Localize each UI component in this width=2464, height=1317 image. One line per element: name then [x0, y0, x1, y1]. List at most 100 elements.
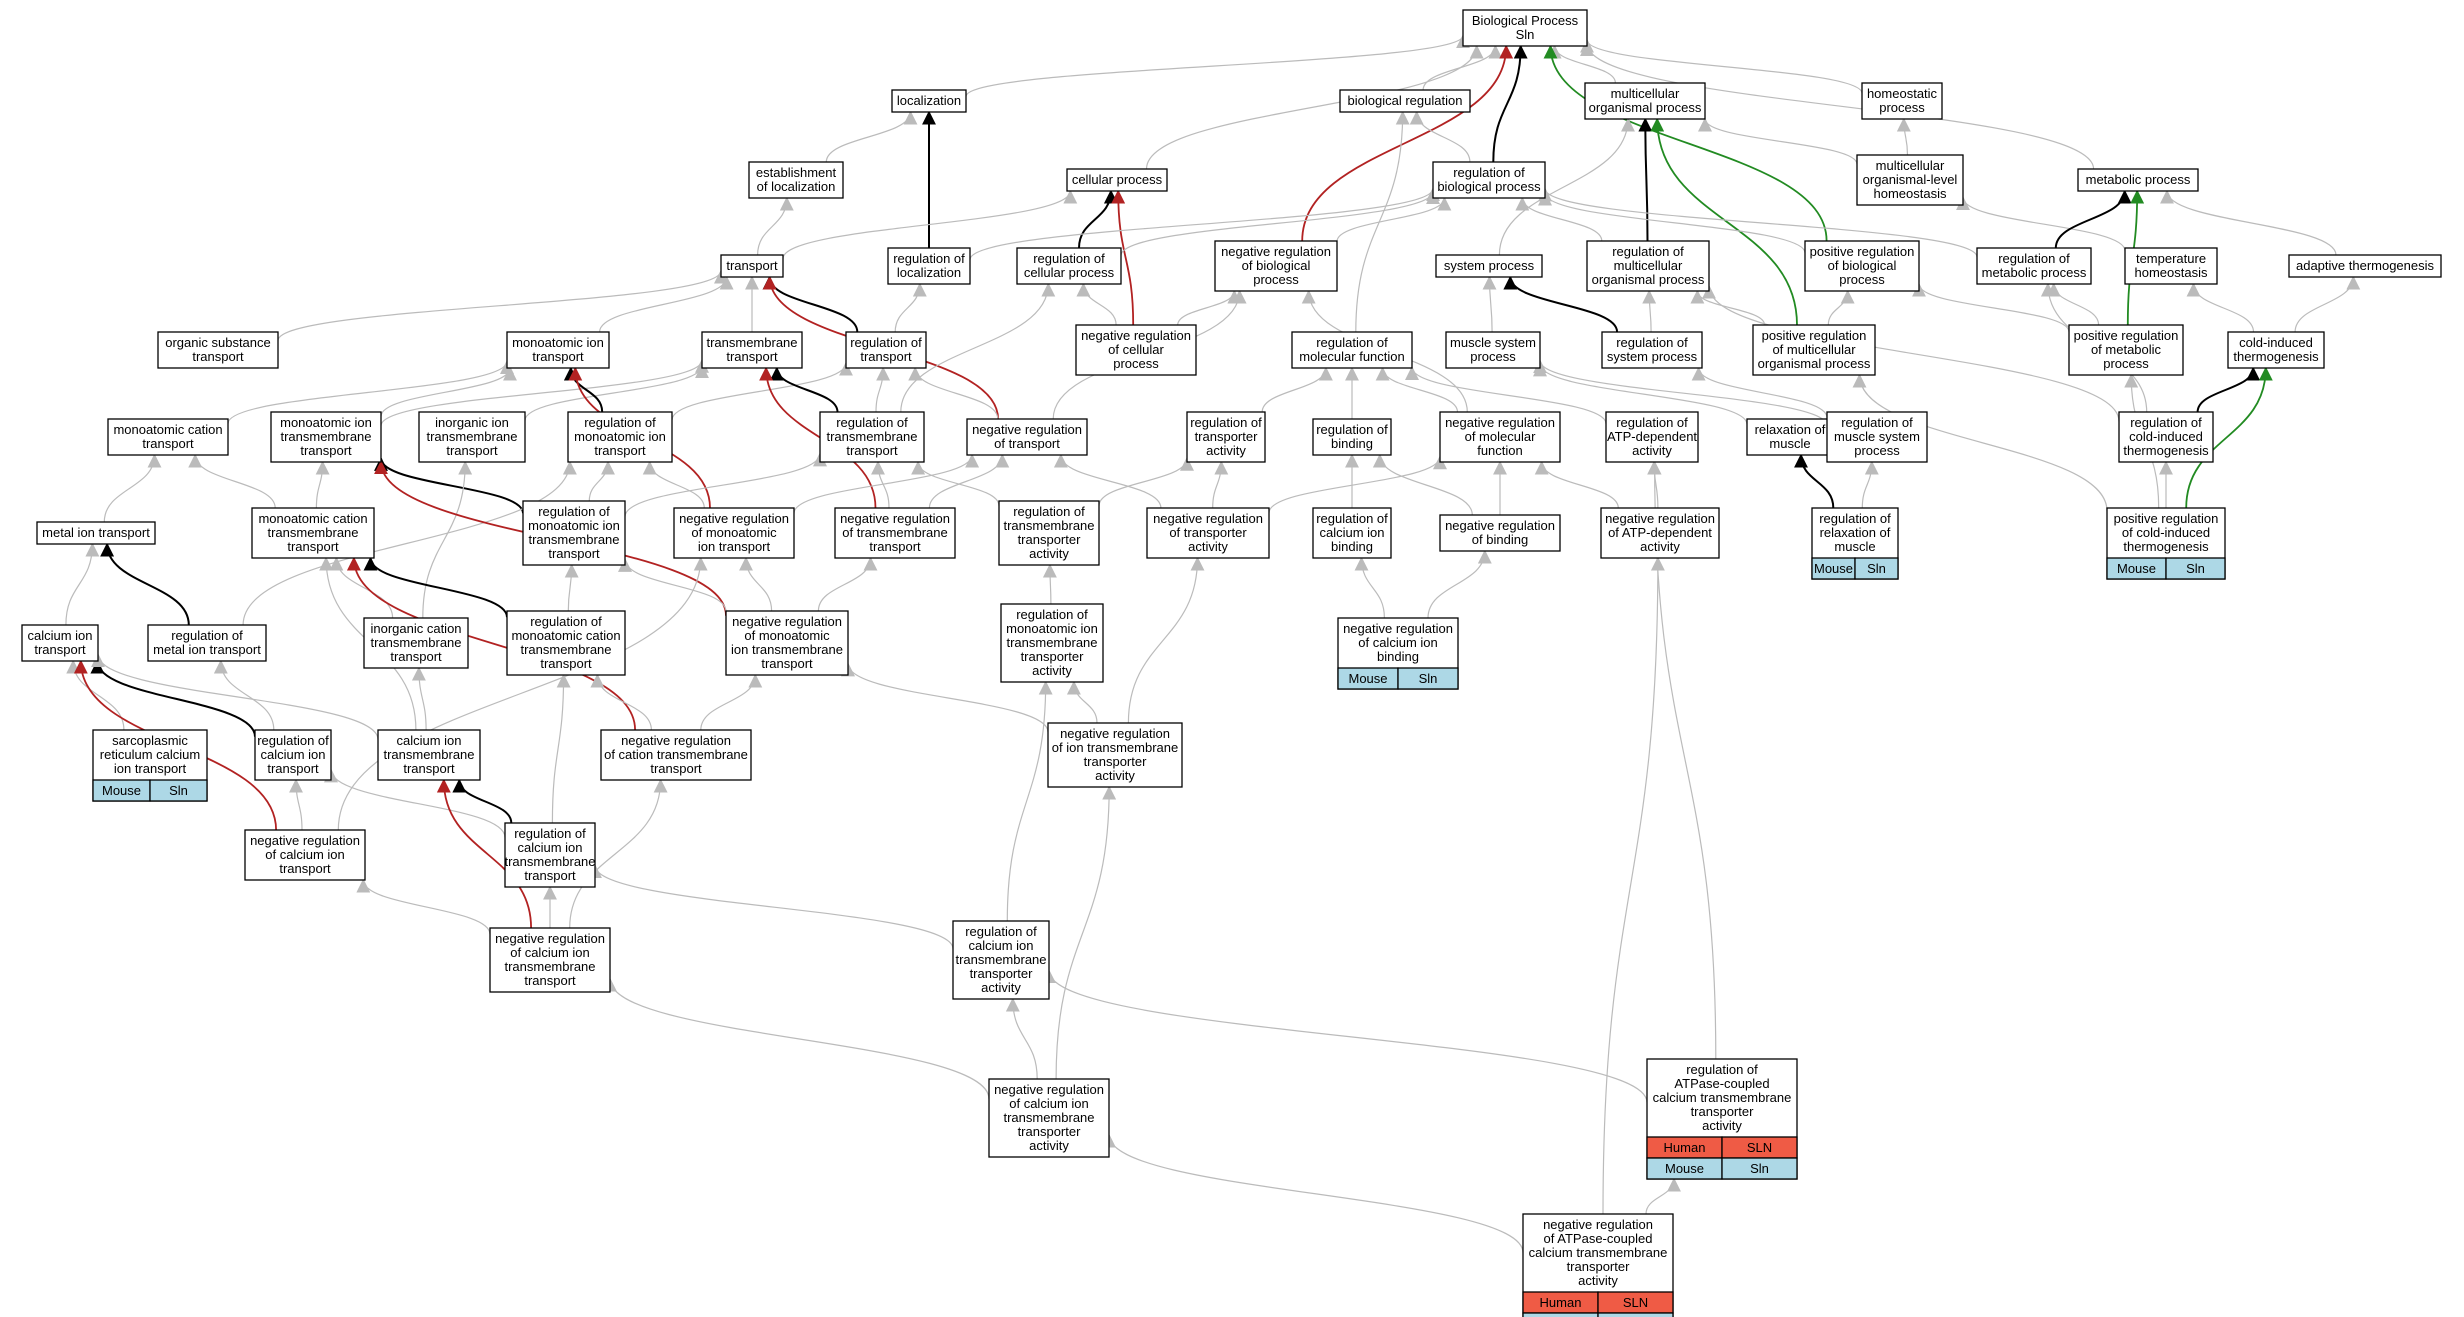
node-box	[1445, 331, 1541, 369]
node-box	[1214, 240, 1338, 292]
node-label-line: of multicellular	[1772, 342, 1856, 357]
is-a-edge	[588, 460, 615, 502]
node-label-line: transport	[279, 861, 331, 876]
node-label-line: of binding	[1472, 532, 1528, 547]
node-box	[600, 729, 752, 781]
node-box	[1066, 168, 1168, 192]
is-a-edge	[1698, 117, 1858, 165]
go-term-node-loc[interactable]: localization	[891, 89, 967, 113]
node-label-line: negative regulation	[1445, 415, 1555, 430]
node-label-line: of cellular	[1108, 342, 1164, 357]
node-box	[1746, 418, 1834, 456]
node-label-line: transmembrane	[504, 854, 595, 869]
node-label-line: of molecular	[1465, 429, 1536, 444]
node-label-line: multicellular	[1611, 86, 1680, 101]
is-a-edge	[380, 366, 517, 417]
gene-label: Sln	[1419, 671, 1438, 686]
go-term-node-metp[interactable]: metabolic process	[2077, 168, 2199, 192]
is-a-edge	[1690, 289, 1766, 326]
go-term-node-adth[interactable]: adaptive thermogenesis	[2288, 254, 2442, 278]
node-label-line: regulation of	[965, 924, 1037, 939]
go-term-node-sysp[interactable]: system process	[1435, 254, 1543, 278]
is-a-edge	[1580, 38, 1863, 94]
go-term-node-metiont[interactable]: metal ion transport	[36, 521, 156, 545]
go-term-node-cellp[interactable]: cellular process	[1066, 168, 1168, 192]
go-term-node-transport[interactable]: transport	[720, 254, 784, 278]
go-term-node-regtmtra[interactable]: regulation oftransmembranetransporteract…	[998, 500, 1100, 566]
is-a-edge	[700, 673, 763, 731]
node-label-line: transporter	[970, 966, 1034, 981]
node-label-line: transport	[860, 349, 912, 364]
go-term-node-breg[interactable]: biological regulation	[1339, 89, 1471, 113]
node-label-line: regulation of	[1316, 335, 1388, 350]
